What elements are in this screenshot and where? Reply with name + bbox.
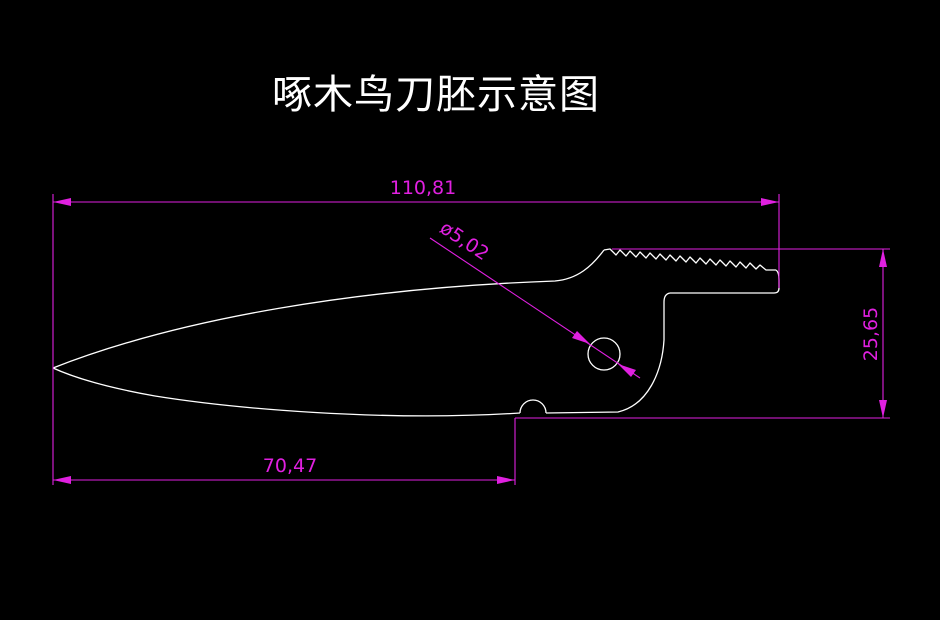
arrow-hole-lower — [618, 364, 636, 377]
arrow-height-bottom — [879, 400, 887, 418]
dim-hole-diameter: ø5,02 — [436, 217, 493, 265]
dim-blade-length: 70,47 — [263, 455, 317, 477]
cutting-edge — [52, 367, 521, 417]
knife-outline — [52, 248, 780, 417]
edge-notch — [519, 399, 547, 414]
arrow-overall-left — [53, 198, 71, 206]
dim-overall-length: 110,81 — [390, 177, 456, 199]
arrow-blade-left — [53, 476, 71, 484]
blade-spine — [52, 249, 605, 369]
drawing-title: 啄木鸟刀胚示意图 — [272, 72, 600, 118]
dimension-arrows — [53, 198, 887, 484]
dim-height: 25,65 — [860, 307, 882, 361]
handle-curve — [545, 292, 671, 414]
tang-end — [773, 269, 780, 294]
arrow-height-top — [879, 249, 887, 267]
arrow-hole-upper — [572, 331, 590, 344]
pivot-hole — [587, 337, 621, 371]
dimension-lines — [52, 194, 890, 485]
dim-line-hole-diameter — [429, 237, 641, 379]
serrated-spine — [603, 248, 776, 271]
arrow-overall-right — [761, 198, 779, 206]
arrow-blade-right — [497, 476, 515, 484]
